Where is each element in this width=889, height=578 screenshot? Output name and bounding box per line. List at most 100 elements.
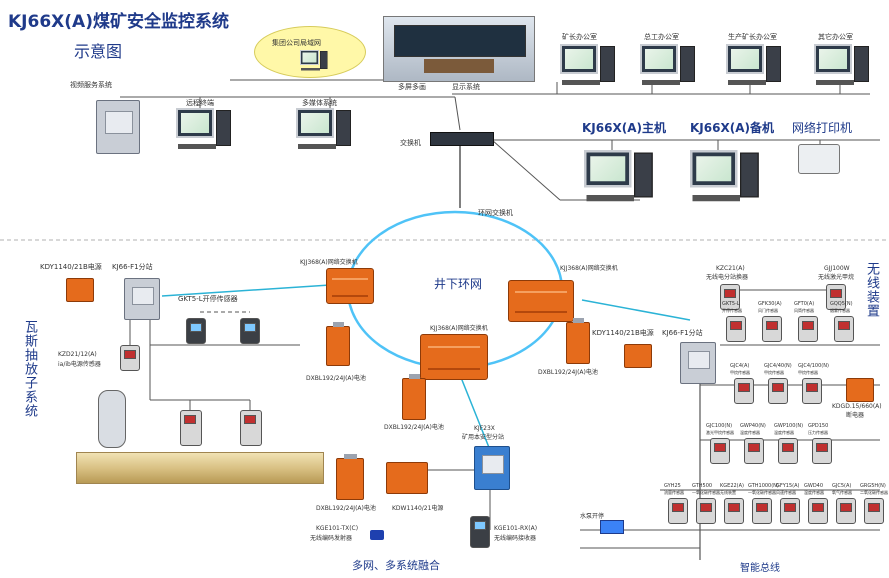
gas-pipe <box>76 452 324 484</box>
sensor-device <box>696 498 716 524</box>
sensor-model-label: GWD40 <box>804 483 824 489</box>
kdgd-breaker <box>846 378 874 402</box>
office-label-4: 其它办公室 <box>818 33 853 41</box>
office-computer-2 <box>640 44 695 94</box>
sensor-type-label: 甲烷传感器 <box>730 370 750 375</box>
battery-4 <box>336 454 364 500</box>
network-printer <box>798 144 840 174</box>
sensor-model-label: GJC4(A) <box>730 363 750 369</box>
sensor-device <box>762 316 782 342</box>
ring-switch-c <box>420 334 488 380</box>
right-power-label: KDY1140/21B电源 <box>592 329 654 337</box>
wireless-title: 无线装置 <box>864 262 879 318</box>
kzc-sensor <box>720 284 740 310</box>
battery-1-label: DXBL192/24J(A)电池 <box>306 375 366 382</box>
kgt-label: GKT5-L开停传感器 <box>178 295 238 303</box>
lan-computer <box>300 50 328 75</box>
sensor-device <box>752 498 772 524</box>
display-system-label: 显示系统 <box>452 83 480 91</box>
sensor-device <box>780 498 800 524</box>
ring-label: 井下环网 <box>434 277 483 291</box>
battery-4-label: DXBL192/24J(A)电池 <box>316 505 376 512</box>
sensor-model-label: KGE22(A) <box>720 483 744 489</box>
water-label: 水泵开停 <box>580 513 605 520</box>
pipe-sensor-2 <box>240 410 262 446</box>
sensor-type-label: 温度传感器 <box>740 430 760 435</box>
sensor-device <box>668 498 688 524</box>
kge-tx-label: KGE101-TX(C) <box>316 525 359 532</box>
gjj-sub-label: 无线激光甲烷 <box>818 274 855 281</box>
left-substation-label: KJ66-F1分站 <box>112 263 153 271</box>
main-host-computer <box>584 150 653 213</box>
kdw-label: KDW1140/21电源 <box>392 505 444 512</box>
multiscreen-label: 多屏多画 <box>398 83 426 91</box>
kzc-label: KZC21(A) <box>716 265 745 272</box>
water-pump <box>600 520 624 534</box>
left-power-unit <box>66 278 94 302</box>
sensor-device <box>726 316 746 342</box>
diagram-title: KJ66X(A)煤矿安全监控系统 <box>8 12 229 32</box>
control-room-image <box>383 16 535 82</box>
sensor-type-label: 无线装置 <box>720 490 736 495</box>
sensor-model-label: GPD150 <box>808 423 829 429</box>
video-server-label: 视频服务系统 <box>70 81 112 89</box>
sensor-type-label: 甲烷传感器 <box>764 370 784 375</box>
sensor-model-label: GTH500 <box>692 483 713 489</box>
sensor-type-label: 氧气传感器 <box>832 490 852 495</box>
sensor-type-label: 甲烷传感器 <box>798 370 818 375</box>
video-server-rack <box>96 100 140 154</box>
bottom-right-caption: 智能总线 <box>740 563 780 574</box>
kdgd-sub-label: 断电器 <box>846 412 865 419</box>
sensor-device <box>812 438 832 464</box>
right-substation-unit <box>680 342 716 384</box>
sensor-type-label: 一氧化碳传感器 <box>748 490 776 495</box>
kdgd-label: KDGD.15/660(A) <box>832 403 882 410</box>
kzc-sub-label: 无线电分站换器 <box>706 274 749 281</box>
sensor-model-label: GJC4/40(N) <box>764 363 792 369</box>
sensor-type-label: 风门传感器 <box>758 308 778 313</box>
multimedia-computer <box>296 108 351 158</box>
office-label-1: 矿长办公室 <box>562 33 597 41</box>
ring-switch-label: 环网交换机 <box>478 209 513 217</box>
ring-switch-b-label: KJJ368(A)网络交换机 <box>560 265 618 272</box>
sensor-type-label: 一氧化碳传感器 <box>692 490 720 495</box>
ring-switch-c-label: KJJ368(A)网络交换机 <box>430 325 488 332</box>
kge-tx-sub: 无线编码发射器 <box>310 535 353 542</box>
sensor-type-label: 二氧化碳传感器 <box>860 490 888 495</box>
sensor-model-label: GFT0(A) <box>794 301 815 307</box>
bottom-left-caption: 多网、多系统融合 <box>352 559 440 572</box>
sensor-type-label: 温度传感器 <box>774 430 794 435</box>
kdw-power <box>386 462 428 494</box>
left-side-title: 瓦斯抽放子系统 <box>22 320 37 418</box>
sensor-model-label: GQQ5(N) <box>830 301 853 307</box>
battery-3-label: DXBL192/24J(A)电池 <box>538 369 598 376</box>
sensor-type-label: 烟雾传感器 <box>830 308 850 313</box>
kgt-sensor-1 <box>186 318 206 344</box>
kge-rx-device <box>470 516 490 548</box>
kzd-sub-label: ia/ib电源传感器 <box>58 361 101 368</box>
left-substation-unit <box>124 278 160 320</box>
gjj-label: GJJ100W <box>824 265 850 272</box>
ring-switch-b <box>508 280 574 322</box>
sensor-model-label: GJC4/100(N) <box>798 363 829 369</box>
ring-switch-a <box>326 268 374 304</box>
sensor-model-label: GWP40(N) <box>740 423 766 429</box>
diagram-subtitle: 示意图 <box>74 42 123 61</box>
pipe-sensor-1 <box>180 410 202 446</box>
sensor-type-label: 风速传感器 <box>776 490 796 495</box>
kgt-sensor-2 <box>240 318 260 344</box>
flow-meter <box>98 390 126 448</box>
sensor-model-label: GRG5H(N) <box>860 483 886 489</box>
main-host-label: KJ66X(A)主机 <box>582 121 666 135</box>
kjf-substation <box>474 446 510 490</box>
printer-label: 网络打印机 <box>792 121 853 135</box>
sensor-model-label: GJC100(N) <box>706 423 733 429</box>
main-switch <box>430 132 494 146</box>
sensor-model-label: GFK30(A) <box>758 301 782 307</box>
left-power-label: KDY1140/21B电源 <box>40 263 102 271</box>
kge-rx-label: KGE101-RX(A) <box>494 525 538 532</box>
switch-label: 交换机 <box>400 139 421 147</box>
sensor-device <box>778 438 798 464</box>
right-power-unit <box>624 344 652 368</box>
